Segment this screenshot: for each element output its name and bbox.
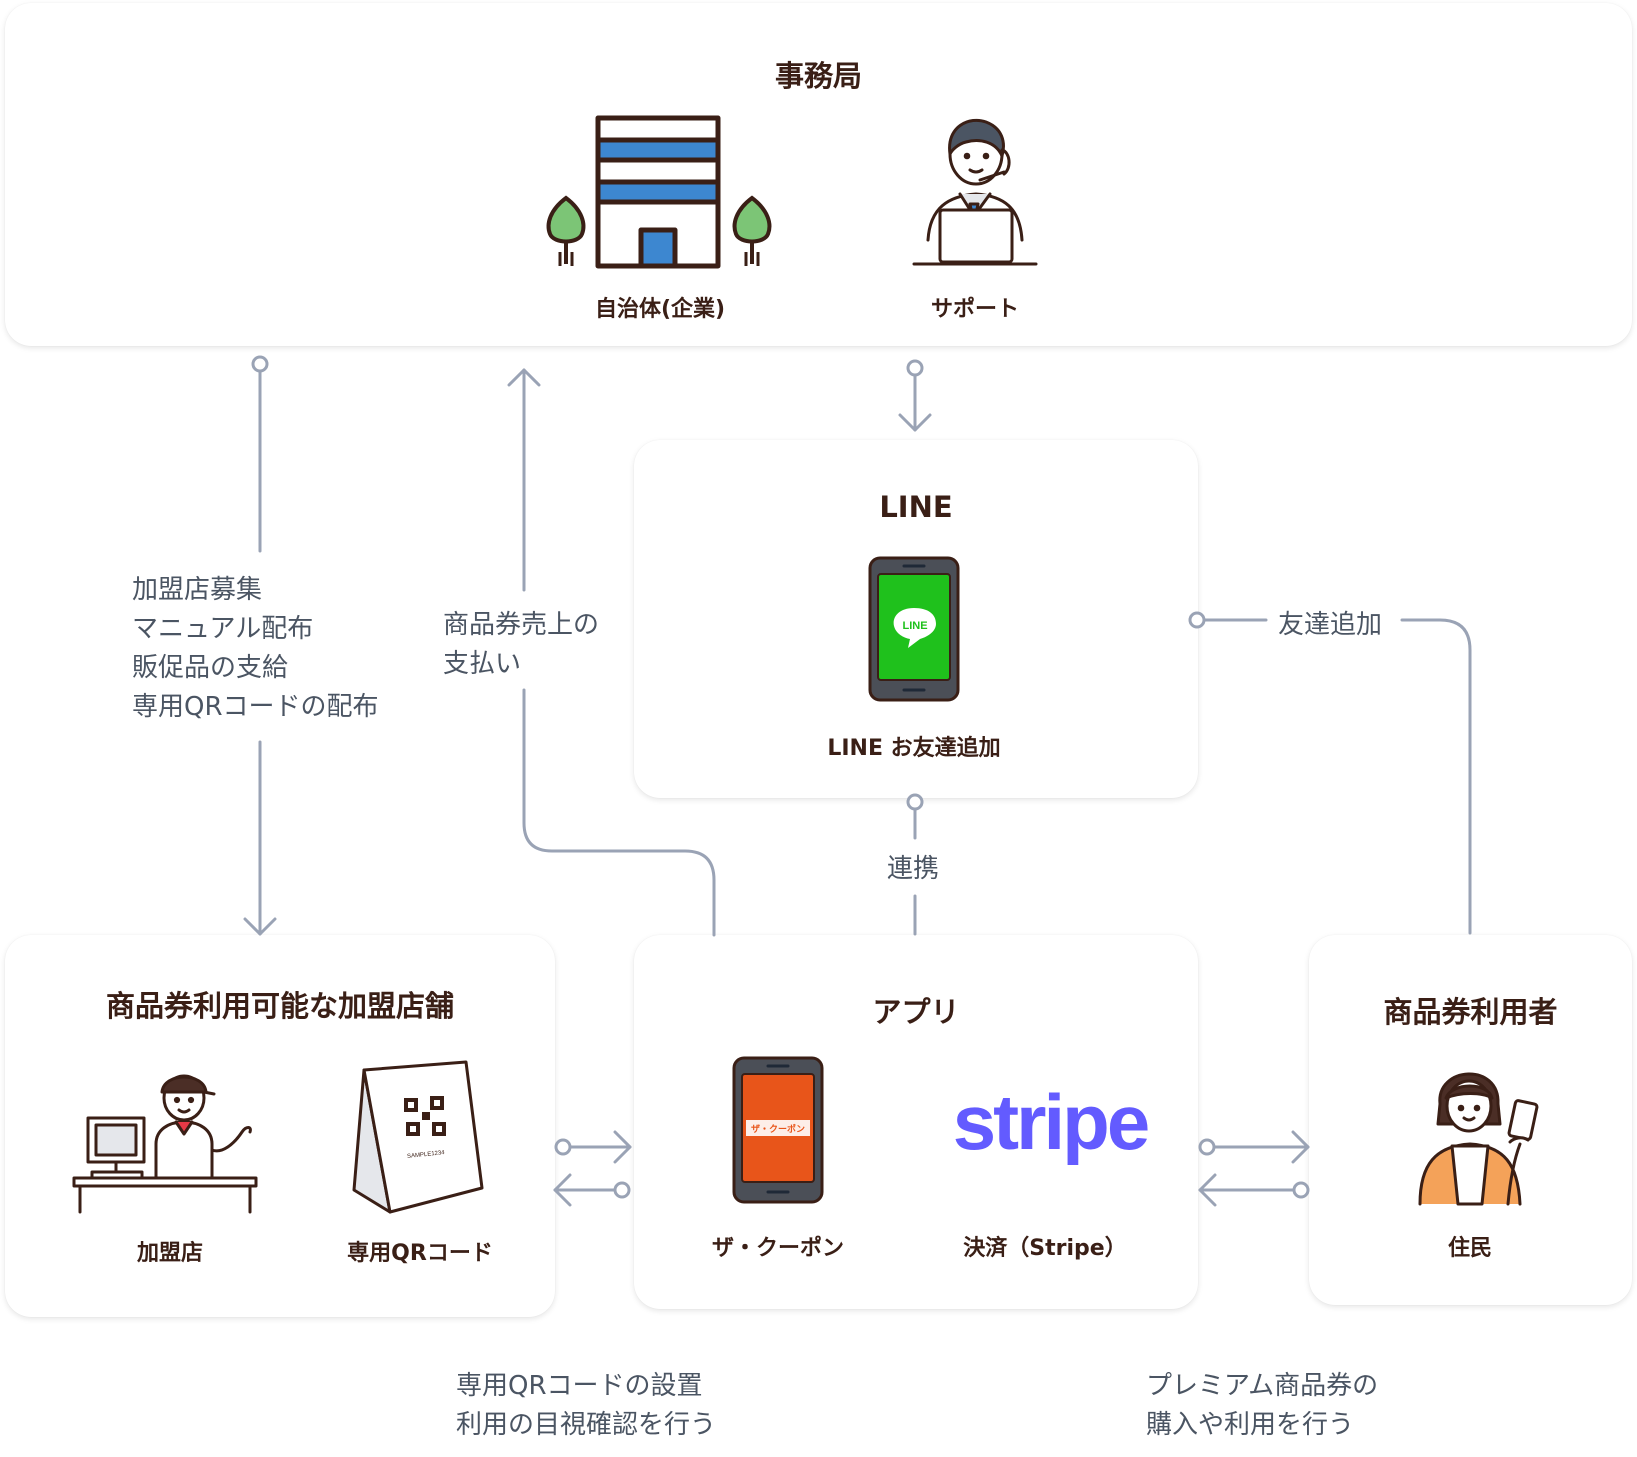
qr-label: 専用QRコード (347, 1241, 493, 1266)
payment-label: 決済（Stripe） (963, 1236, 1127, 1261)
app-card: アプリ (634, 935, 1198, 1309)
stores-title: 商品券利用可能な加盟店舗 (105, 989, 454, 1023)
note-friend-add: 友達追加 (1278, 610, 1383, 640)
store-label: 加盟店 (136, 1241, 203, 1266)
building-icon (546, 115, 772, 269)
line-card: LINE (634, 440, 1198, 798)
note-payment: 商品券売上の 支払い (443, 610, 600, 679)
note-purchase: プレミアム商品券の 購入や利用を行う (1146, 1371, 1379, 1440)
line-title: LINE (879, 490, 953, 524)
line-logo-text: LINE (902, 620, 927, 632)
qr-stand-icon: SAMPLE1234 (352, 1060, 484, 1214)
note-recruit: 加盟店募集 マニュアル配布 販促品の支給 専用QRコードの配布 (132, 575, 379, 722)
support-label: サポート (930, 297, 1019, 322)
users-title: 商品券利用者 (1383, 995, 1558, 1029)
coupon-label: ザ・クーポン (711, 1236, 844, 1261)
resident-label: 住民 (1447, 1236, 1492, 1261)
line-phone-icon: LINE (868, 556, 960, 702)
coupon-phone-icon: ザ・クーポン (732, 1056, 824, 1204)
app-title: アプリ (872, 995, 960, 1029)
store-clerk-icon (72, 1074, 258, 1214)
resident-icon (1418, 1072, 1539, 1206)
note-qr-setup: 専用QRコードの設置 利用の目視確認を行う (456, 1371, 717, 1440)
office-card: 事務局 (5, 3, 1632, 346)
office-title: 事務局 (774, 59, 862, 93)
support-operator-icon (912, 118, 1038, 266)
qr-sample-text: SAMPLE1234 (407, 1150, 446, 1160)
note-link: 連携 (887, 854, 940, 884)
municipality-label: 自治体(企業) (594, 297, 726, 322)
stripe-logo: stripe (952, 1078, 1150, 1166)
coupon-screen-text: ザ・クーポン (751, 1123, 805, 1135)
line-caption: LINE お友達追加 (827, 736, 1001, 761)
